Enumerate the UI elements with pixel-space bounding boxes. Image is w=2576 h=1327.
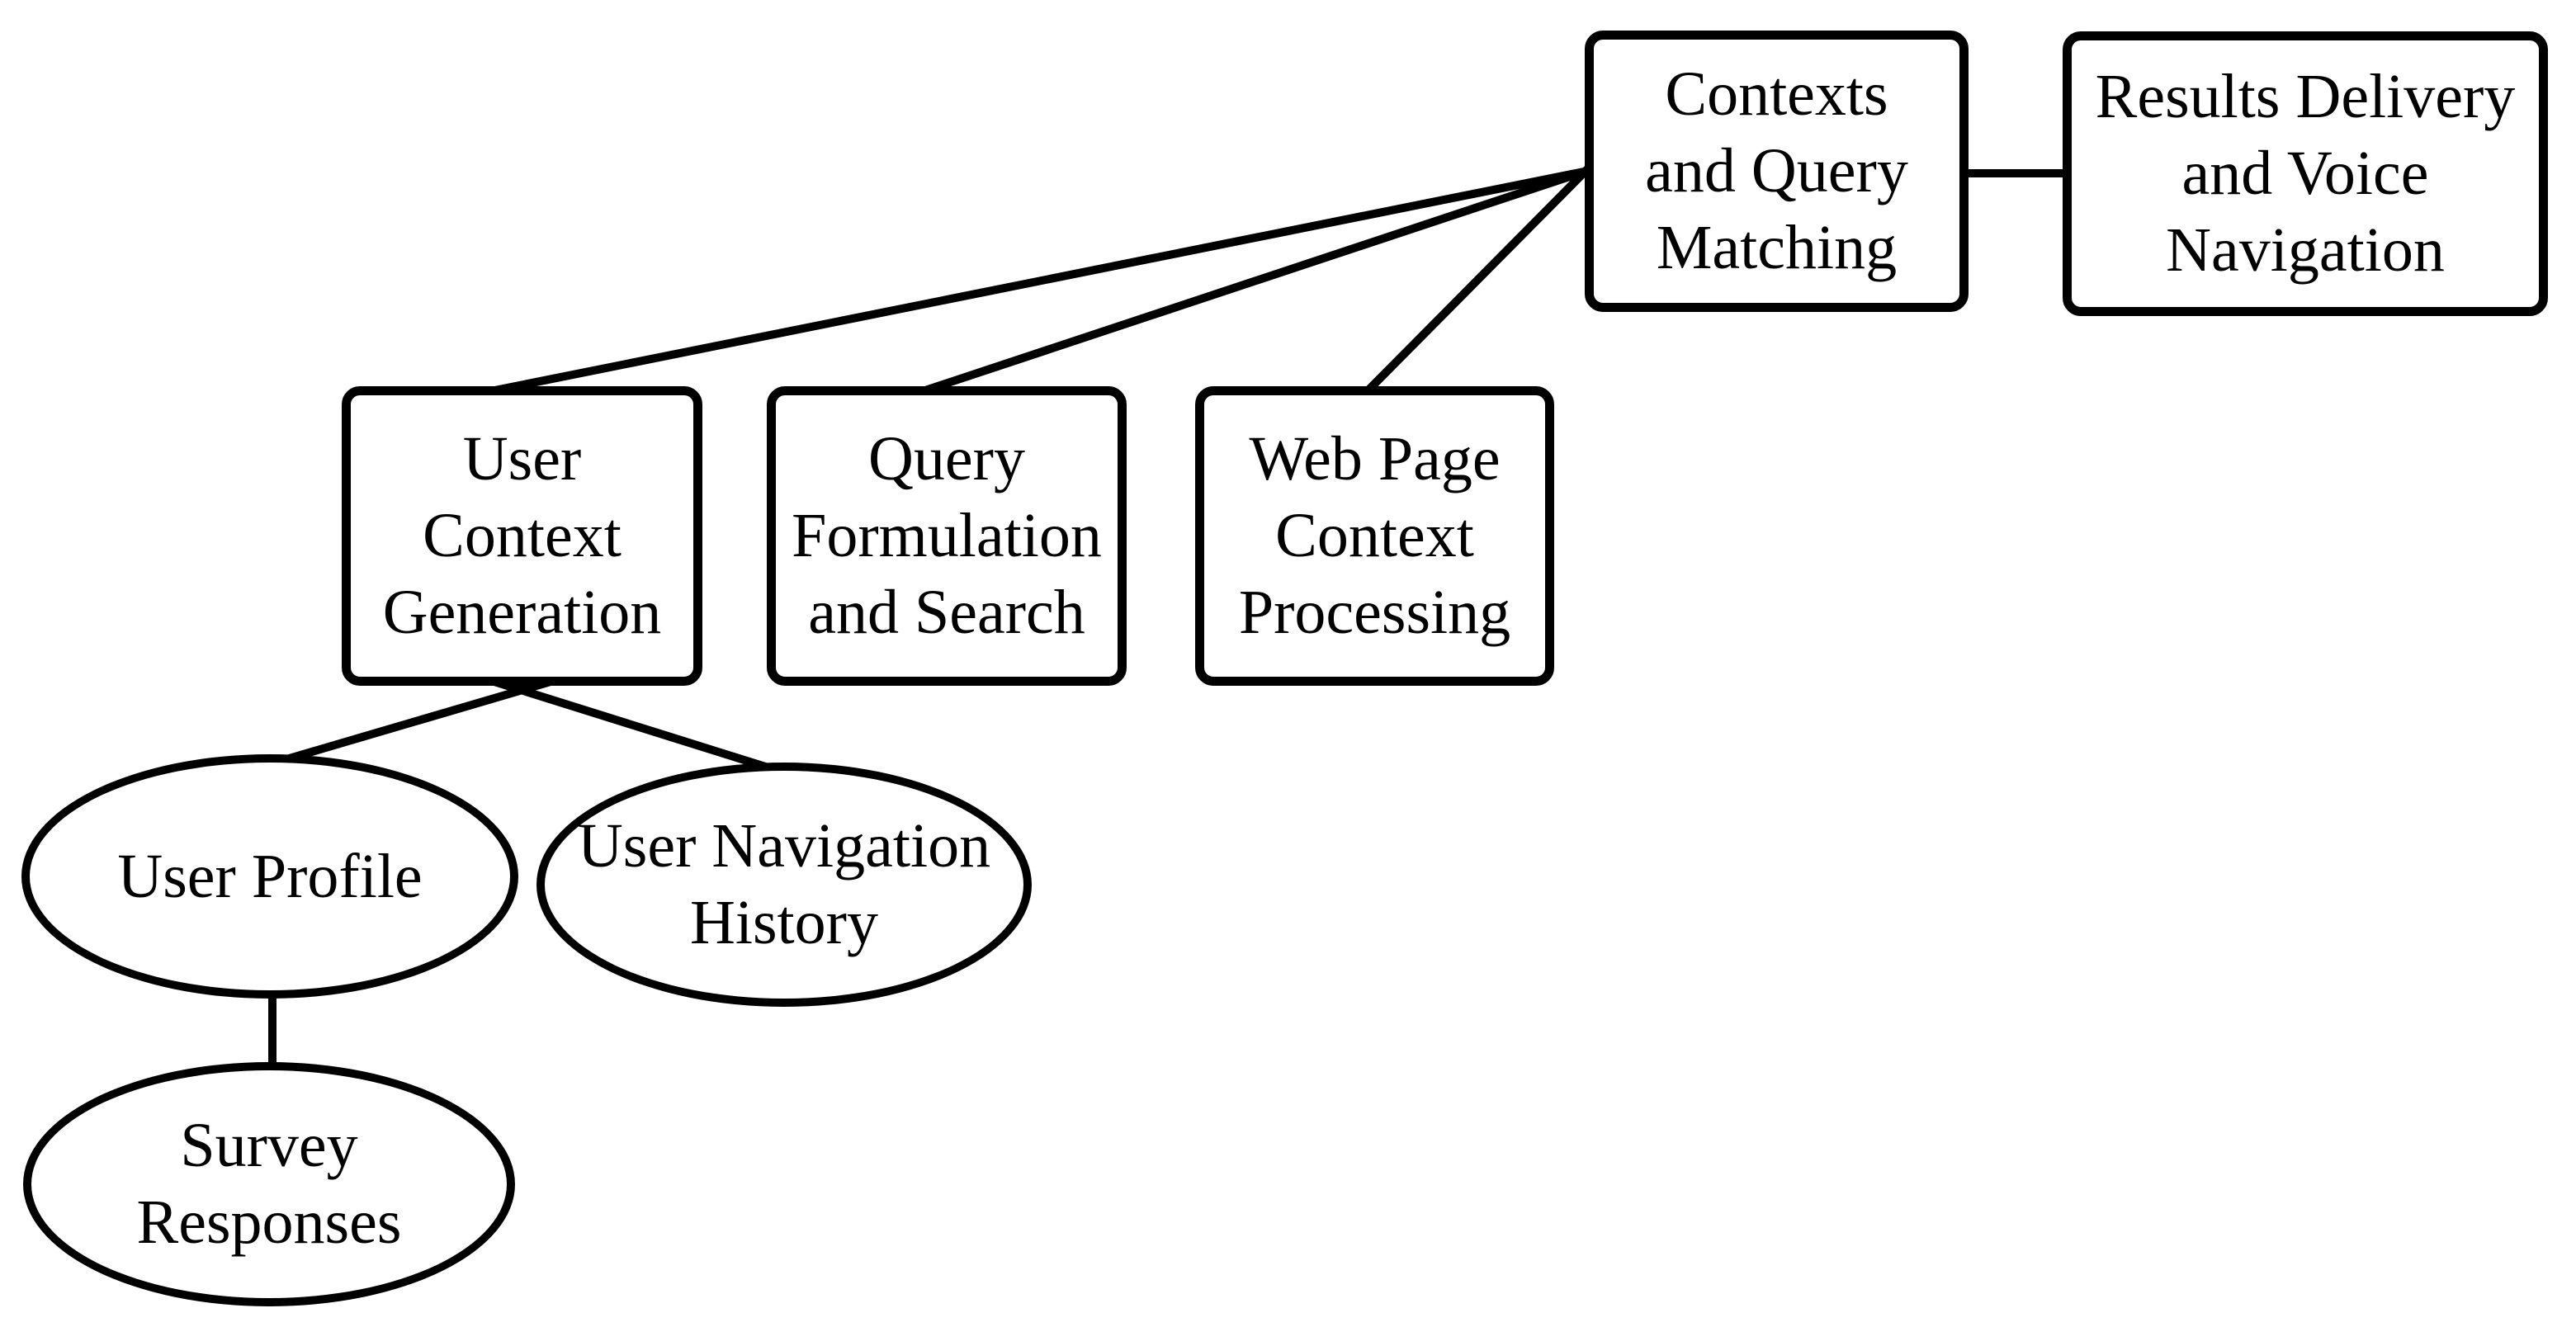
- node-results-delivery-and-voice-navigation: Results Delivery and Voice Navigation: [2063, 31, 2548, 316]
- edge-user-context-to-navigation-history: [482, 674, 791, 778]
- node-user-navigation-history: User Navigation History: [536, 763, 1032, 1007]
- edge-query-formulation-to-contexts: [877, 157, 1619, 410]
- node-query-formulation-and-search: Query Formulation and Search: [767, 386, 1127, 686]
- node-user-profile: User Profile: [21, 754, 518, 999]
- edge-user-context-generation-to-contexts: [408, 161, 1618, 412]
- node-web-page-context-processing: Web Page Context Processing: [1195, 386, 1554, 686]
- node-survey-responses: Survey Responses: [23, 1062, 515, 1306]
- node-user-context-generation: User Context Generation: [342, 386, 702, 686]
- node-contexts-and-query-matching: Contexts and Query Matching: [1585, 31, 1969, 312]
- edge-web-page-context-to-contexts: [1328, 147, 1609, 431]
- edge-user-context-to-user-profile: [271, 676, 558, 767]
